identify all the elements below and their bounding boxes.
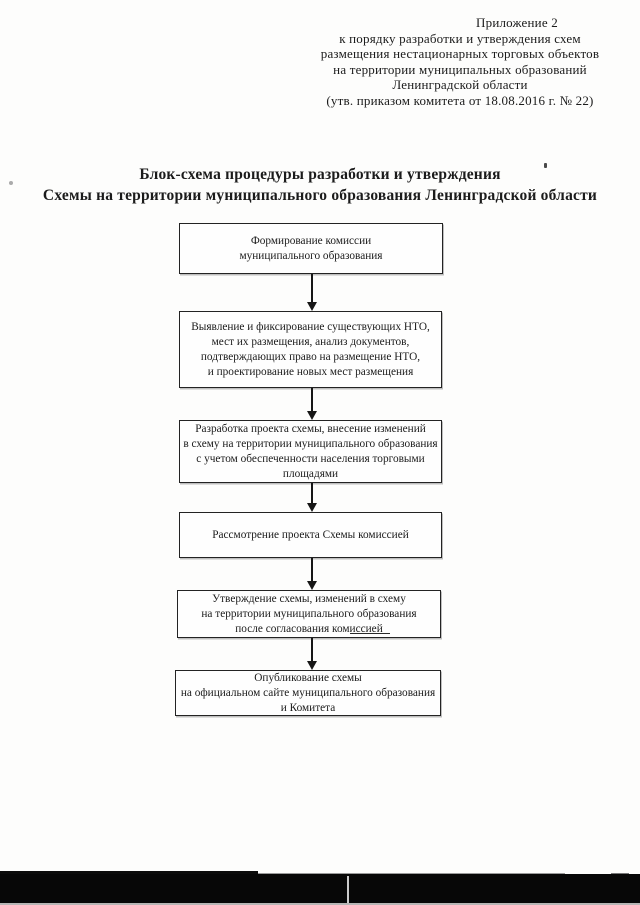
flow-arrow-down-icon <box>305 388 319 420</box>
scan-black-bar <box>0 874 640 903</box>
flow-step-draft-scheme-development: Разработка проекта схемы, внесение измен… <box>179 420 442 483</box>
flow-step-nto-identification: Выявление и фиксирование существующих НТ… <box>179 311 442 388</box>
scan-edge-line <box>0 871 258 874</box>
scan-speck <box>9 181 13 185</box>
page-title: Блок-схема процедуры разработки и утверж… <box>0 165 640 206</box>
appendix-header-line: Приложение 2 <box>476 15 558 30</box>
flow-step-label: Утверждение схемы, изменений в схему на … <box>201 592 417 635</box>
arrow-head <box>307 661 317 670</box>
arrow-shaft <box>311 638 313 661</box>
flow-step-label: Опубликование схемы на официальном сайте… <box>180 671 436 714</box>
arrow-head <box>307 411 317 420</box>
arrow-shaft <box>311 274 313 302</box>
flow-step-scheme-approval: Утверждение схемы, изменений в схему на … <box>177 590 441 638</box>
page-title-line: Блок-схема процедуры разработки и утверж… <box>139 166 501 183</box>
arrow-head <box>307 581 317 590</box>
scan-underline-artifact <box>350 633 390 634</box>
flow-step-commission-review: Рассмотрение проекта Схемы комиссией <box>179 512 442 558</box>
appendix-header-line: размещения нестационарных торговых объек… <box>320 46 600 62</box>
flow-step-label: Формирование комиссии муниципального обр… <box>239 234 383 262</box>
appendix-header: Приложение 2 к порядку разработки и утве… <box>282 15 638 109</box>
flow-arrow-down-icon <box>305 558 319 590</box>
arrow-head <box>307 302 317 311</box>
arrow-shaft <box>311 388 313 411</box>
flow-step-label: Выявление и фиксирование существующих НТ… <box>191 320 430 378</box>
scan-bottom-edge <box>0 903 640 905</box>
flow-step-commission-formation: Формирование комиссии муниципального обр… <box>179 223 443 274</box>
appendix-header-line: Ленинградской области <box>392 77 528 93</box>
page-title-line: Схемы на территории муниципального образ… <box>42 186 598 204</box>
flow-step-label: Разработка проекта схемы, внесение измен… <box>183 422 438 480</box>
flow-arrow-down-icon <box>305 638 319 670</box>
flow-step-scheme-publication: Опубликование схемы на официальном сайте… <box>175 670 441 716</box>
appendix-header-line: на территории муниципальных образований <box>333 61 587 77</box>
arrow-shaft <box>311 483 313 503</box>
flow-step-label: Рассмотрение проекта Схемы комиссией <box>212 528 409 541</box>
scan-edge-line <box>258 873 565 874</box>
flow-arrow-down-icon <box>305 483 319 512</box>
scan-bar-divider <box>347 876 349 903</box>
arrow-head <box>307 503 317 512</box>
appendix-header-line: к порядку разработки и утверждения схем <box>339 30 581 46</box>
arrow-shaft <box>311 558 313 581</box>
flow-arrow-down-icon <box>305 274 319 311</box>
scan-speck <box>544 163 547 168</box>
appendix-header-line: (утв. приказом комитета от 18.08.2016 г.… <box>326 92 594 108</box>
